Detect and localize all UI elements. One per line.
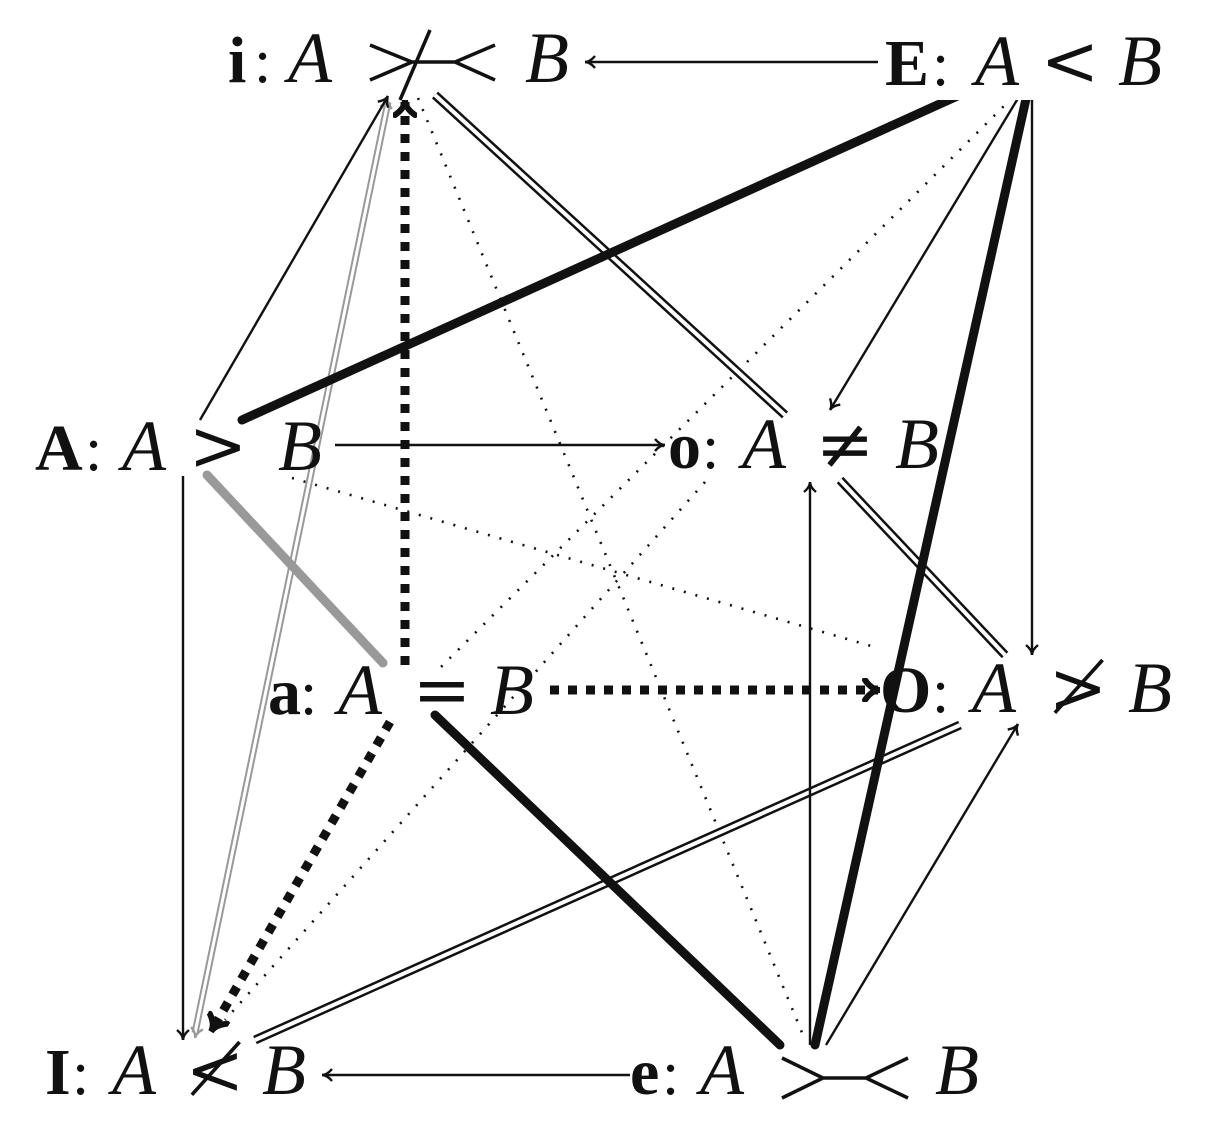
thick-edges bbox=[202, 83, 1033, 1050]
node-O: O : A ≯ B bbox=[880, 647, 1172, 729]
arrow-edges bbox=[176, 55, 1039, 1082]
node-label: I bbox=[45, 1036, 71, 1109]
node-left-term: A bbox=[968, 648, 1017, 728]
node-label: o bbox=[668, 410, 701, 483]
node-right-term: B bbox=[1128, 648, 1172, 728]
node-i: i : A B bbox=[228, 18, 569, 101]
bold-dotted-arrows bbox=[212, 102, 878, 1030]
node-I: I : A ≮ B bbox=[45, 1029, 306, 1111]
node-colon: : bbox=[72, 1040, 89, 1108]
node-label: e bbox=[630, 1036, 659, 1109]
node-colon: : bbox=[662, 1040, 679, 1108]
node-E: E : A < B bbox=[878, 20, 1178, 102]
edge-i-e bbox=[416, 97, 807, 1041]
node-e: e : A B bbox=[630, 1030, 979, 1110]
node-relation: < bbox=[1041, 20, 1100, 102]
edge-E-A-thick bbox=[237, 83, 980, 425]
node-colon: : bbox=[254, 28, 271, 96]
node-left-term: A bbox=[284, 18, 333, 98]
node-a: a : A = B bbox=[268, 649, 534, 731]
crossed-disjoint-relation-icon bbox=[369, 29, 496, 101]
node-label: A bbox=[35, 412, 83, 485]
node-colon: : bbox=[702, 414, 719, 482]
node-relation: ≮ bbox=[186, 1029, 245, 1111]
node-right-term: B bbox=[525, 18, 569, 98]
node-colon: : bbox=[85, 416, 102, 484]
node-colon: : bbox=[932, 658, 949, 726]
double-edges bbox=[190, 91, 1009, 1045]
node-left-term: A bbox=[108, 1030, 157, 1110]
node-left-term: A bbox=[738, 404, 787, 484]
node-o: o : A ≠ B bbox=[668, 403, 939, 485]
node-right-term: B bbox=[490, 650, 534, 730]
node-label: O bbox=[880, 654, 931, 727]
edge-o-I bbox=[224, 481, 706, 1021]
node-left-term: A bbox=[118, 406, 167, 486]
edge-a-I-bold-dotted bbox=[212, 719, 394, 1030]
node-right-term: B bbox=[1118, 21, 1162, 101]
node-colon: : bbox=[300, 660, 317, 728]
edge-E-o-arrow bbox=[828, 94, 1022, 411]
node-relation: ≯ bbox=[1049, 647, 1108, 729]
node-right-term: B bbox=[278, 406, 322, 486]
node-left-term: A bbox=[696, 1030, 745, 1110]
edge-A-i-arrow bbox=[198, 95, 390, 421]
node-left-term: A bbox=[971, 21, 1020, 101]
node-colon: : bbox=[932, 31, 949, 99]
node-relation: > bbox=[189, 405, 248, 487]
node-relation: ≠ bbox=[816, 403, 875, 485]
edge-A-O bbox=[291, 476, 879, 650]
edge-e-O-arrow bbox=[824, 723, 1020, 1046]
node-A: A : A > B bbox=[35, 405, 322, 487]
node-label: a bbox=[268, 656, 301, 729]
node-right-term: B bbox=[935, 1030, 979, 1110]
node-relation: = bbox=[413, 649, 472, 731]
edge-E-a bbox=[439, 97, 1013, 669]
edge-a-e-thick bbox=[430, 710, 785, 1050]
dotted-edges bbox=[224, 97, 1013, 1041]
node-right-term: B bbox=[262, 1030, 306, 1110]
node-right-term: B bbox=[895, 404, 939, 484]
disjoint-relation-icon bbox=[781, 1056, 909, 1100]
edge-E-e-thick bbox=[810, 85, 1033, 1050]
node-label: E bbox=[885, 27, 929, 100]
edge-A-a-grey bbox=[202, 470, 388, 668]
node-left-term: A bbox=[334, 650, 383, 730]
node-label: i bbox=[228, 24, 246, 97]
